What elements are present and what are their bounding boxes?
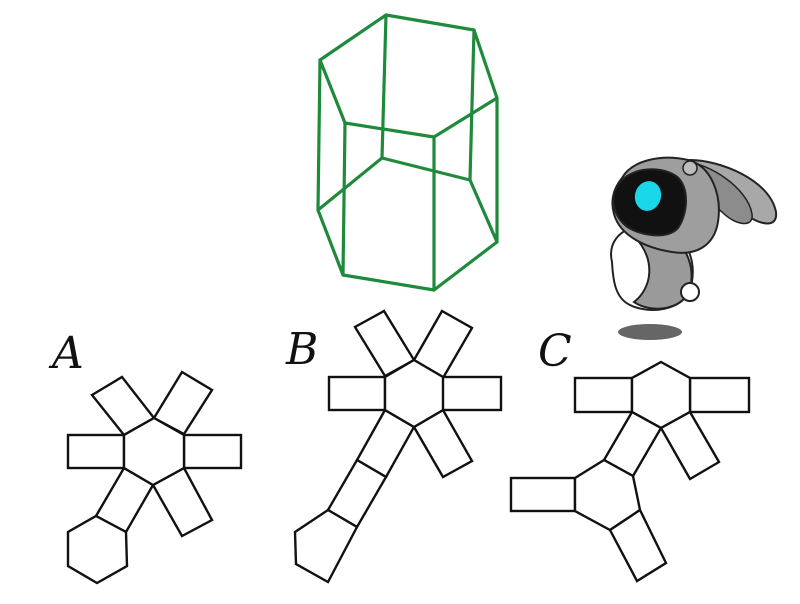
option-b-label: B [286,324,319,375]
net-c [509,360,751,583]
hexagonal-prism [316,13,499,292]
net-a [66,370,243,585]
robot-mascot-icon [610,156,778,340]
net-b [293,309,503,584]
option-a-label: A [52,328,84,379]
option-c-label: C [538,326,572,377]
